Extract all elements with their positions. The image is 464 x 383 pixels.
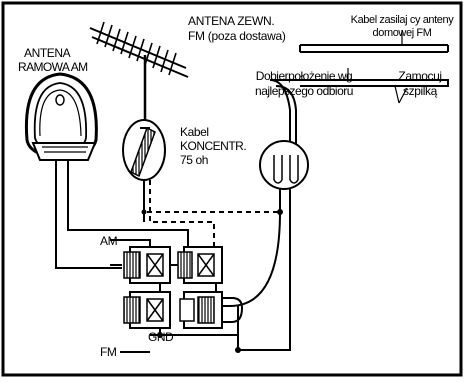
label-kabel-konc-1: Kabel — [180, 125, 209, 139]
fm-indoor-cable — [269, 30, 449, 145]
label-kabel-zasil-2: domowej FM — [373, 27, 432, 39]
terminal-block — [123, 246, 223, 329]
label-kabel-konc-3: 75 oh — [180, 153, 208, 167]
am-wires — [55, 160, 291, 353]
label-antena-ramowa-2: RAMOWA AM — [18, 60, 88, 74]
fm-plug-detail — [259, 140, 309, 346]
label-dobier-2: najlepszego odbioru — [255, 84, 353, 98]
labels: ANTENA ZEWN. FM (poza dostawa) Kabel zas… — [18, 14, 455, 359]
label-zamocuj-1: Zamocuj — [398, 69, 441, 83]
label-antena-ramowa-1: ANTENA — [24, 46, 71, 60]
label-am: AM — [100, 234, 118, 248]
label-dobier-1: Dobierpołożenie wg — [256, 69, 352, 83]
label-antena-zewn-1: ANTENA ZEWN. — [188, 14, 274, 28]
label-antena-zewn-2: FM (poza dostawa) — [188, 29, 286, 43]
label-kabel-konc-2: KONCENTR. — [180, 139, 246, 153]
label-kabel-zasil-1: Kabel zasilaj cy anteny — [351, 14, 455, 26]
coax-cable — [122, 119, 166, 218]
diagram-frame — [1, 1, 463, 377]
fm-outdoor-antenna — [89, 21, 189, 125]
junction-dots — [141, 209, 283, 353]
label-gnd: GND — [148, 330, 174, 344]
am-loop-antenna — [24, 72, 98, 161]
fm-coax-dashed — [143, 180, 280, 247]
label-fm: FM — [100, 345, 117, 359]
label-zamocuj-2: szpilką — [403, 84, 438, 98]
